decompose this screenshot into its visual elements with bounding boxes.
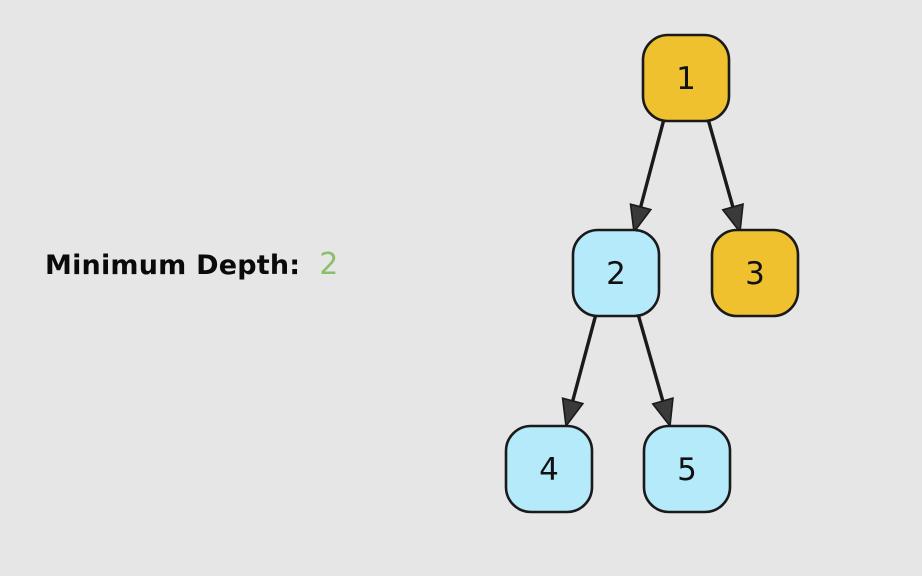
edge-layer	[561, 118, 744, 429]
tree-node-label: 4	[539, 452, 559, 488]
tree-node-shape	[571, 228, 661, 318]
tree-edge-n1-to-n3	[706, 118, 737, 214]
minimum-depth-readout: Minimum Depth: 2	[45, 247, 338, 282]
tree-node-shape	[504, 424, 594, 514]
arrowhead-icon	[651, 397, 674, 429]
tree-node-label: 1	[676, 61, 696, 97]
arrowhead-icon	[721, 203, 744, 235]
tree-node-shape	[642, 424, 732, 514]
tree-node-label: 2	[606, 256, 626, 292]
tree-edge-n2-to-n5	[636, 313, 667, 408]
tree-node-3[interactable]: 3	[710, 228, 800, 318]
tree-edge-n2-to-n4	[569, 313, 598, 408]
tree-edge-n1-to-n2	[637, 118, 666, 214]
tree-node-shape	[641, 33, 731, 123]
tree-node-shape	[710, 228, 800, 318]
minimum-depth-value: 2	[319, 247, 339, 282]
tree-node-1[interactable]: 1	[641, 33, 731, 123]
arrowhead-icon	[629, 203, 653, 235]
tree-node-2[interactable]: 2	[571, 228, 661, 318]
tree-node-5[interactable]: 5	[642, 424, 732, 514]
tree-node-label: 3	[745, 256, 765, 292]
arrowhead-icon	[561, 397, 585, 429]
tree-node-4[interactable]: 4	[504, 424, 594, 514]
tree-node-label: 5	[677, 452, 697, 488]
node-layer: 1 2 3 4 5	[504, 33, 800, 514]
minimum-depth-label: Minimum Depth:	[45, 250, 301, 281]
